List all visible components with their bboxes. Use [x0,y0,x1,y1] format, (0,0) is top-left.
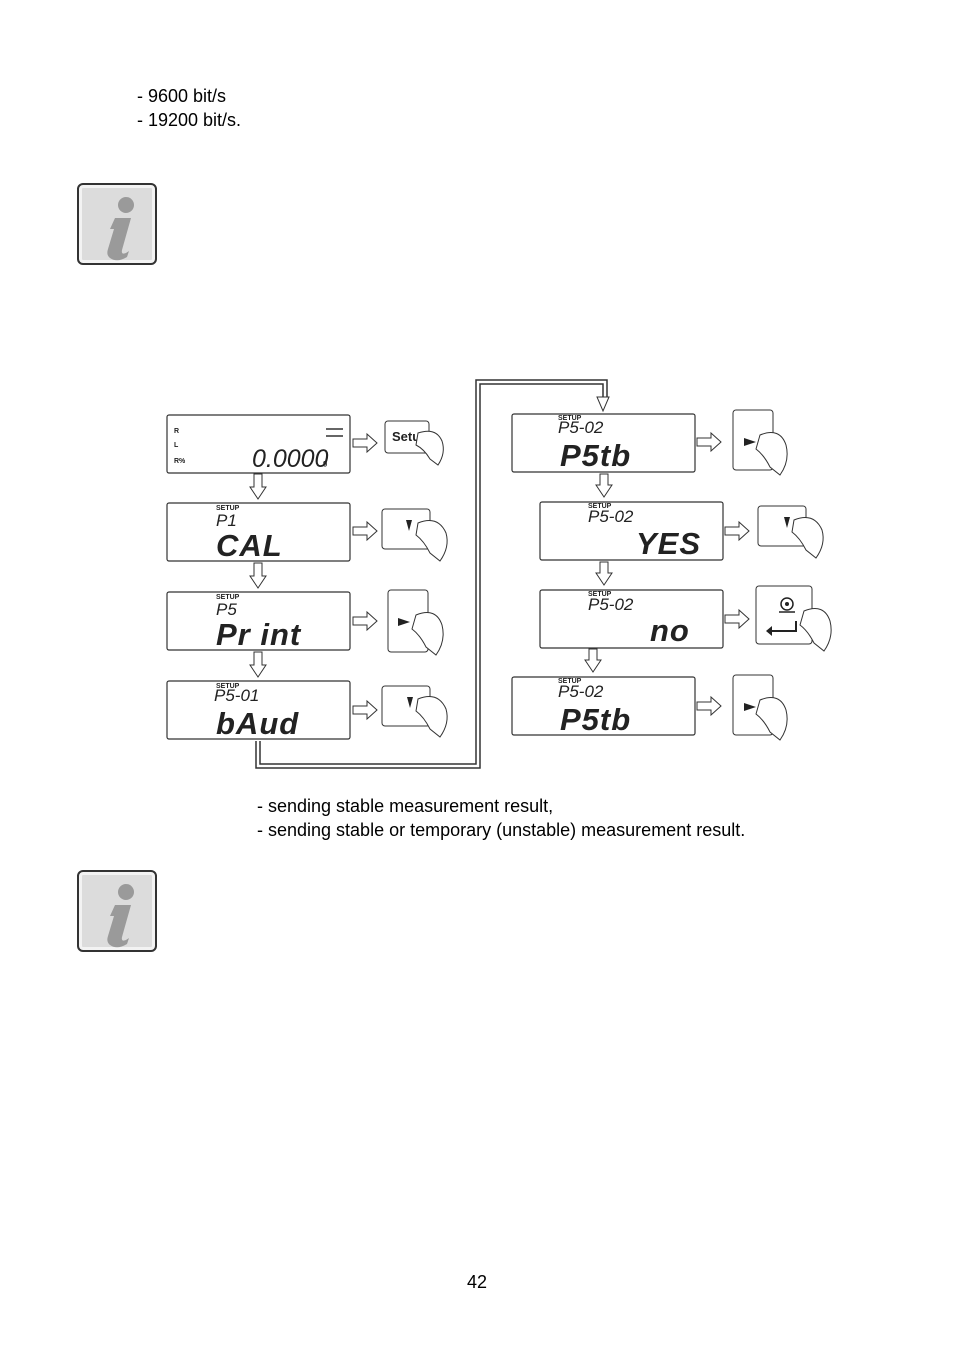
setup-tag: SETUP [216,594,240,601]
enter-print-key [755,585,832,652]
screen-p5: SETUP P5 Pr int [166,591,351,652]
setup-tag: SETUP [558,678,582,685]
down-key [381,685,448,738]
down-arrow [595,473,613,498]
right-arrow [352,432,378,454]
menu-text: P5tb [560,438,631,473]
menu-text: P5tb [560,702,631,737]
baud-option-19200: - 19200 bit/s. [137,110,242,130]
setup-button-label: Setu [392,429,420,444]
screen-p5-02-pstb-final: SETUP P5-02 P5tb [511,676,696,737]
right-arrow [696,431,722,453]
down-arrow [249,473,267,500]
weight-readout: 0.0000 [252,445,329,473]
menu-text: no [650,613,690,648]
down-arrow [584,648,602,673]
setup-tag: SETUP [588,503,612,510]
info-icon [77,870,157,952]
screen-p1: SETUP P1 CAL [166,502,351,563]
right-arrow [724,520,750,542]
screen-p5-02-pstb: SETUP P5-02 P5tb [511,413,696,473]
right-arrow [352,699,378,721]
right-key [732,409,788,476]
setup-tag: SETUP [558,415,582,422]
right-key [732,674,788,741]
down-arrow [249,651,267,678]
menu-code: P5-02 [588,595,634,614]
right-key [387,589,444,656]
baud-option-9600: - 9600 bit/s [137,86,227,106]
menu-code: P1 [216,511,237,530]
right-arrow [352,520,378,542]
weight-unit: g [323,460,327,467]
menu-text: Pr int [216,617,302,652]
svg-text:R: R [174,428,179,435]
right-arrow [352,610,378,632]
right-arrow [724,608,750,630]
right-arrow [696,695,722,717]
menu-text: bAud [216,706,299,741]
info-icon [77,183,157,265]
setup-menu-diagram: R L R% 0.0000 g SETUP P1 CAL SETUP P5 Pr… [166,379,832,769]
menu-text: CAL [216,528,283,563]
menu-code: P5-02 [558,682,604,701]
down-arrow [249,562,267,589]
down-arrow [595,561,613,586]
menu-code: P5 [216,600,237,619]
svg-text:R%: R% [174,458,186,465]
page-number: 42 [466,1272,488,1292]
menu-text: YES [636,526,701,561]
setup-tag: SETUP [216,683,240,690]
screen-p5-01: SETUP P5-01 bAud [166,680,351,741]
menu-code: P5-02 [558,418,604,437]
down-key [381,508,448,562]
option-stable: - sending stable measurement result, [257,796,554,816]
menu-code: P5-01 [214,686,259,705]
menu-code: P5-02 [588,507,634,526]
setup-tag: SETUP [588,591,612,598]
down-key [757,505,824,559]
option-unstable: - sending stable or temporary (unstable)… [257,820,746,840]
svg-text:L: L [174,442,179,449]
screen-p5-02-no: SETUP P5-02 no [539,589,724,649]
main-weighing-display: R L R% 0.0000 g [166,414,351,474]
setup-tag: SETUP [216,505,240,512]
setup-button: Setu [384,420,444,466]
screen-p5-02-yes: SETUP P5-02 YES [539,501,724,561]
flow-connector [255,383,604,769]
